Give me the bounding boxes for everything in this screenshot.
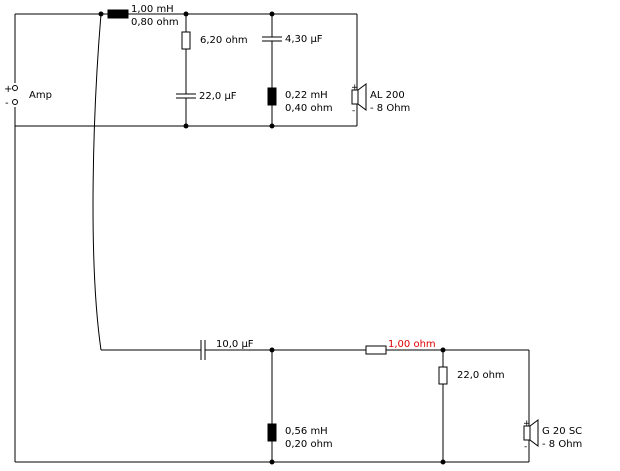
notch-inductor-value: 0,22 mH	[285, 90, 328, 101]
speaker-cone	[529, 419, 539, 447]
notch-inductor-resistance: 0,40 ohm	[285, 103, 333, 114]
r2-value: 22,0 ohm	[457, 370, 505, 381]
tweeter-name: AL 200	[370, 90, 405, 101]
zobel-resistor-value: 6,20 ohm	[200, 35, 248, 46]
speaker-cone	[357, 83, 367, 111]
woofer-plus: +	[523, 419, 531, 429]
r1-value: 1,00 ohm	[388, 339, 436, 350]
tweeter-speaker[interactable]: + - AL 200 - 8 Ohm	[351, 83, 410, 116]
l1-resistance: 0,80 ohm	[131, 17, 179, 28]
series-resistor-r1[interactable]: 1,00 ohm	[365, 339, 436, 355]
woofer-name: G 20 SC	[542, 426, 582, 437]
shunt-resistor-r2[interactable]: 22,0 ohm	[438, 350, 505, 462]
woofer-impedance: - 8 Ohm	[542, 439, 582, 450]
woofer-speaker[interactable]: + - G 20 SC - 8 Ohm	[523, 419, 582, 452]
tweeter-plus: +	[351, 83, 359, 93]
amp-plus-sign: +	[4, 84, 12, 95]
l1-value: 1,00 mH	[131, 4, 174, 15]
notch-branch[interactable]: 4,30 µF 0,22 mH 0,40 ohm	[262, 14, 333, 126]
c1-value: 10,0 µF	[216, 339, 254, 350]
notch-capacitor-value: 4,30 µF	[285, 34, 323, 45]
zobel-capacitor-value: 22,0 µF	[199, 91, 237, 102]
shunt-inductor-l2[interactable]: 0,56 mH 0,20 ohm	[267, 350, 333, 462]
amp-minus-sign: -	[5, 98, 9, 109]
tweeter-minus: -	[352, 106, 355, 116]
woofer-feed-wire	[92, 13, 102, 351]
series-inductor-l1[interactable]: 1,00 mH 0,80 ohm	[107, 4, 179, 28]
l2-value: 0,56 mH	[285, 426, 328, 437]
amp-minus-terminal[interactable]	[12, 99, 18, 105]
series-capacitor-c1[interactable]: 10,0 µF	[200, 339, 254, 360]
l2-resistance: 0,20 ohm	[285, 439, 333, 450]
tweeter-impedance: - 8 Ohm	[370, 103, 410, 114]
zobel-branch[interactable]: 6,20 ohm 22,0 µF	[176, 14, 248, 126]
amp-terminals: + - Amp	[4, 14, 52, 462]
amp-plus-terminal[interactable]	[12, 85, 18, 91]
woofer-minus: -	[524, 442, 527, 452]
amp-label: Amp	[29, 90, 52, 101]
